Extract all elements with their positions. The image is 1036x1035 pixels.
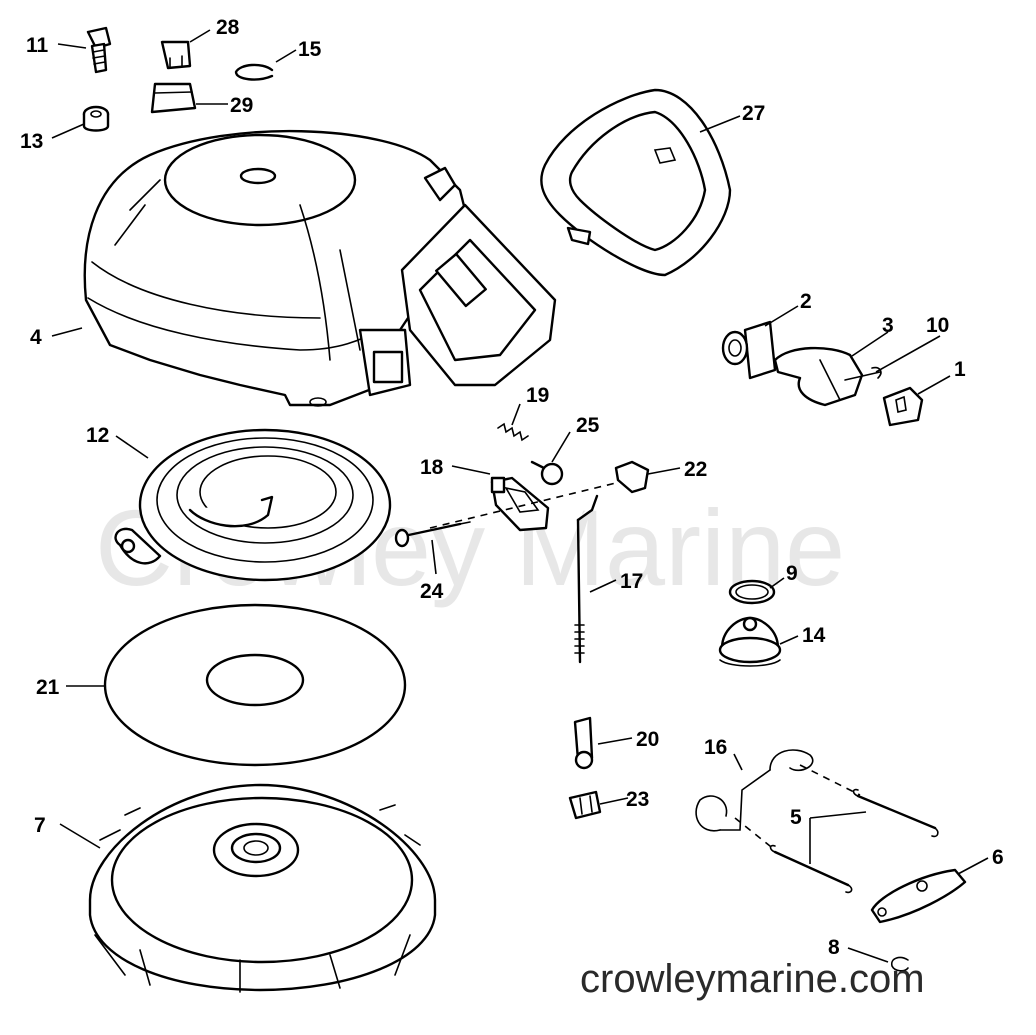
- part-2-grommet: [721, 320, 777, 380]
- callout-7: 7: [34, 814, 46, 837]
- part-3-handle: [773, 346, 864, 407]
- part-9-o-ring: [728, 579, 776, 605]
- part-12-rewind-spring: [114, 428, 392, 582]
- callout-24: 24: [420, 580, 444, 603]
- callout-28: 28: [216, 16, 240, 39]
- callout-5: 5: [790, 806, 802, 829]
- callout-20: 20: [636, 728, 659, 751]
- callout-9: 9: [786, 562, 798, 585]
- callout-17: 17: [620, 570, 643, 593]
- part-5-springs: [769, 788, 939, 894]
- part-6-pawl-arm: [870, 868, 967, 924]
- part-27-handle-cover: [540, 88, 732, 277]
- callout-25: 25: [576, 414, 600, 437]
- part-23-retainer: [568, 790, 602, 820]
- part-14-cap: [718, 616, 782, 667]
- part-1-anchor: [882, 386, 924, 427]
- callout-21: 21: [36, 676, 60, 699]
- part-24-pin: [394, 521, 471, 548]
- callout-12: 12: [86, 424, 109, 447]
- leader-lines: [51, 29, 989, 963]
- assembly-line-center: [429, 481, 621, 529]
- assembly-line-right-lower: [734, 817, 776, 851]
- part-8-clip: [890, 956, 909, 972]
- part-4-starter-housing: [83, 129, 557, 407]
- part-7-pulley: [88, 783, 437, 993]
- part-22-pawl: [614, 460, 650, 494]
- callout-10: 10: [926, 314, 949, 337]
- callout-4: 4: [30, 326, 42, 349]
- callout-29: 29: [230, 94, 253, 117]
- callout-22: 22: [684, 458, 707, 481]
- part-16-wire-link: [695, 749, 814, 832]
- part-20-link: [573, 716, 594, 770]
- callout-14: 14: [802, 624, 826, 647]
- part-17-rod: [574, 494, 599, 664]
- callout-13: 13: [20, 130, 43, 153]
- footer-url: crowleymarine.com: [580, 957, 925, 1001]
- part-13-bushing: [82, 105, 110, 132]
- part-11-screw: [86, 26, 112, 74]
- part-29-rubber-cap: [150, 82, 197, 114]
- callout-1: 1: [954, 358, 966, 381]
- callout-18: 18: [420, 456, 444, 479]
- callout-2: 2: [800, 290, 812, 313]
- callout-3: 3: [882, 314, 894, 337]
- callout-11: 11: [26, 34, 49, 57]
- part-18-pawl-block: [490, 476, 550, 532]
- assembly-line-right: [799, 764, 861, 796]
- callout-8: 8: [828, 936, 840, 959]
- part-15-ring: [234, 63, 274, 81]
- callout-numbers: 11 28 15 29 13 27 4 2 3 10 1 12 19 25 18…: [20, 16, 1004, 959]
- part-28-fuse: [160, 40, 192, 70]
- callout-19: 19: [526, 384, 549, 407]
- callout-16: 16: [704, 736, 727, 759]
- part-25-pin: [530, 460, 564, 486]
- part-19-spring: [497, 422, 529, 442]
- callout-15: 15: [298, 38, 322, 61]
- callout-27: 27: [742, 102, 765, 125]
- callout-23: 23: [626, 788, 649, 811]
- callout-6: 6: [992, 846, 1004, 869]
- part-21-disc: [103, 603, 407, 767]
